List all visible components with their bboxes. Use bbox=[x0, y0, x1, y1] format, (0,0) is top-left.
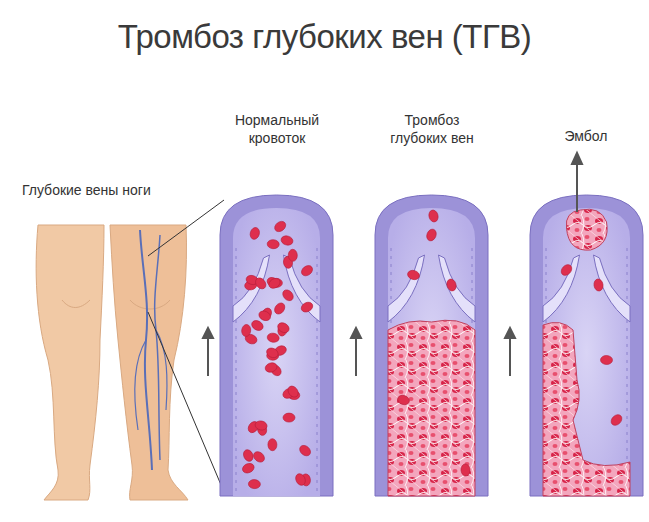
blood-cell bbox=[286, 384, 300, 399]
blood-cell bbox=[267, 239, 280, 249]
thrombus bbox=[543, 322, 630, 496]
diagram-title: Тромбоз глубоких вен (ТГВ) bbox=[118, 18, 532, 56]
blood-cell bbox=[300, 263, 315, 277]
flow-arrows bbox=[203, 153, 582, 376]
blood-cell bbox=[461, 464, 471, 477]
blood-cell bbox=[600, 355, 612, 364]
part-label: Эмбол bbox=[541, 128, 631, 146]
valve-leaflet bbox=[388, 255, 425, 322]
blood-cell bbox=[267, 332, 280, 343]
blood-cell bbox=[253, 276, 268, 291]
blood-cell bbox=[406, 269, 420, 281]
vein-section bbox=[375, 195, 488, 496]
vein-lumen bbox=[388, 208, 475, 496]
wall-dash bbox=[236, 248, 237, 496]
blood-cell bbox=[300, 300, 315, 314]
blood-cell bbox=[272, 301, 286, 316]
blood-cell bbox=[242, 448, 255, 463]
blood-cell bbox=[264, 361, 278, 373]
blood-cell bbox=[428, 209, 440, 223]
blood-cell bbox=[559, 263, 574, 278]
blood-cell bbox=[254, 420, 268, 431]
blood-cell bbox=[249, 226, 261, 240]
leader-line bbox=[148, 312, 224, 492]
blood-cell bbox=[248, 479, 261, 489]
blood-cell bbox=[241, 462, 256, 475]
valve-leaflet bbox=[439, 255, 476, 322]
blood-cell bbox=[280, 235, 294, 247]
part-label: Нормальный кровоток bbox=[223, 112, 331, 147]
blood-cell bbox=[252, 450, 267, 465]
vein-wall bbox=[220, 195, 333, 496]
blood-cell bbox=[257, 309, 272, 322]
blood-cell bbox=[268, 439, 277, 451]
legs bbox=[36, 225, 188, 500]
blood-cell bbox=[267, 276, 282, 290]
blood-cell bbox=[425, 228, 438, 242]
leader-line bbox=[148, 200, 224, 256]
blood-cell bbox=[294, 472, 307, 487]
vein-section bbox=[220, 195, 333, 496]
part-label: Тромбоз глубоких вен bbox=[378, 112, 486, 147]
blood-cell bbox=[593, 278, 604, 291]
blood-cell bbox=[283, 413, 295, 422]
embolus bbox=[566, 209, 607, 250]
blood-cell bbox=[273, 219, 288, 233]
blood-cell bbox=[281, 288, 296, 303]
vein-section bbox=[530, 195, 643, 496]
blood-cell bbox=[265, 346, 280, 359]
thrombus bbox=[388, 320, 475, 496]
blood-cell bbox=[445, 278, 457, 292]
vein-lumen bbox=[543, 208, 630, 496]
valve-leaflet bbox=[284, 255, 321, 322]
blood-cell bbox=[250, 319, 265, 333]
vein-lumen bbox=[233, 208, 320, 496]
part-label: Глубокие вены ноги bbox=[22, 182, 151, 200]
blood-cell bbox=[298, 443, 313, 458]
vein-wall bbox=[375, 195, 488, 496]
blood-cell bbox=[241, 324, 251, 337]
blood-cell bbox=[276, 321, 291, 335]
valve-leaflet bbox=[543, 255, 580, 322]
vein-wall bbox=[530, 195, 643, 496]
blood-cell bbox=[609, 413, 624, 428]
wall-dash bbox=[627, 248, 628, 496]
valve-leaflet bbox=[594, 255, 631, 322]
wall-dash bbox=[317, 248, 318, 496]
blood-cell bbox=[288, 249, 297, 261]
blood-cell bbox=[396, 394, 410, 407]
